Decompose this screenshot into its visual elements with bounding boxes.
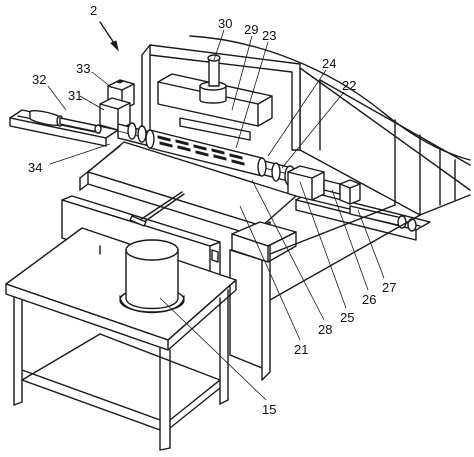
label-25: 25 — [340, 310, 354, 325]
label-30: 30 — [218, 16, 232, 31]
left-rail — [9, 109, 119, 147]
front-stand — [5, 227, 237, 451]
press-head — [157, 54, 273, 141]
label-33: 33 — [76, 61, 90, 76]
reference-labels: 2 30 29 23 33 32 31 24 22 34 21 28 25 26… — [28, 3, 396, 417]
rear-frame — [189, 35, 471, 216]
label-31: 31 — [68, 88, 82, 103]
right-rail — [295, 191, 431, 241]
label-21: 21 — [294, 342, 308, 357]
drum-container — [119, 239, 185, 314]
left-motor — [99, 79, 135, 131]
label-26: 26 — [362, 292, 376, 307]
label-2: 2 — [90, 3, 97, 18]
label-24: 24 — [322, 56, 336, 71]
tube-slots — [157, 135, 245, 166]
table-tool — [129, 191, 185, 227]
work-table — [79, 141, 421, 381]
label-15: 15 — [262, 402, 276, 417]
label-32: 32 — [32, 72, 46, 87]
label-27: 27 — [382, 280, 396, 295]
leader-lines — [47, 29, 385, 401]
right-motor — [287, 165, 361, 205]
label-22: 22 — [342, 78, 356, 93]
label-23: 23 — [262, 28, 276, 43]
direction-arrow — [99, 21, 119, 52]
label-28: 28 — [318, 322, 332, 337]
label-34: 34 — [28, 160, 42, 175]
label-29: 29 — [244, 22, 258, 37]
